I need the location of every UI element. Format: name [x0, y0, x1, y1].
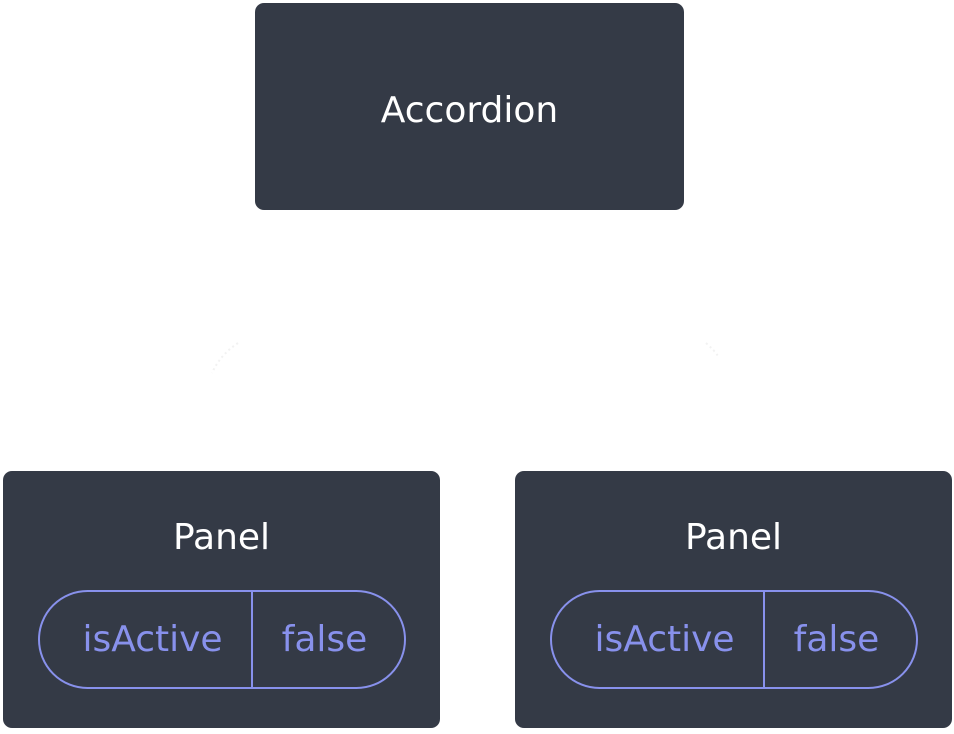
edge-root-to-left-panel	[211, 342, 239, 374]
state-key-left: isActive	[40, 592, 253, 687]
panel-title-right: Panel	[684, 517, 783, 558]
accordion-title: Accordion	[380, 90, 559, 131]
state-value-left: false	[281, 619, 368, 660]
state-pill-left: isActive false	[38, 590, 406, 689]
panel-title-left: Panel	[172, 517, 271, 558]
panel-node-left: Panel isActive false	[3, 471, 440, 728]
state-pill-right: isActive false	[550, 590, 918, 689]
accordion-node: Accordion	[255, 3, 684, 210]
edge-root-to-right-panel	[705, 342, 719, 357]
state-key-right: isActive	[552, 592, 765, 687]
panel-node-right: Panel isActive false	[515, 471, 952, 728]
state-value-right: false	[793, 619, 880, 660]
